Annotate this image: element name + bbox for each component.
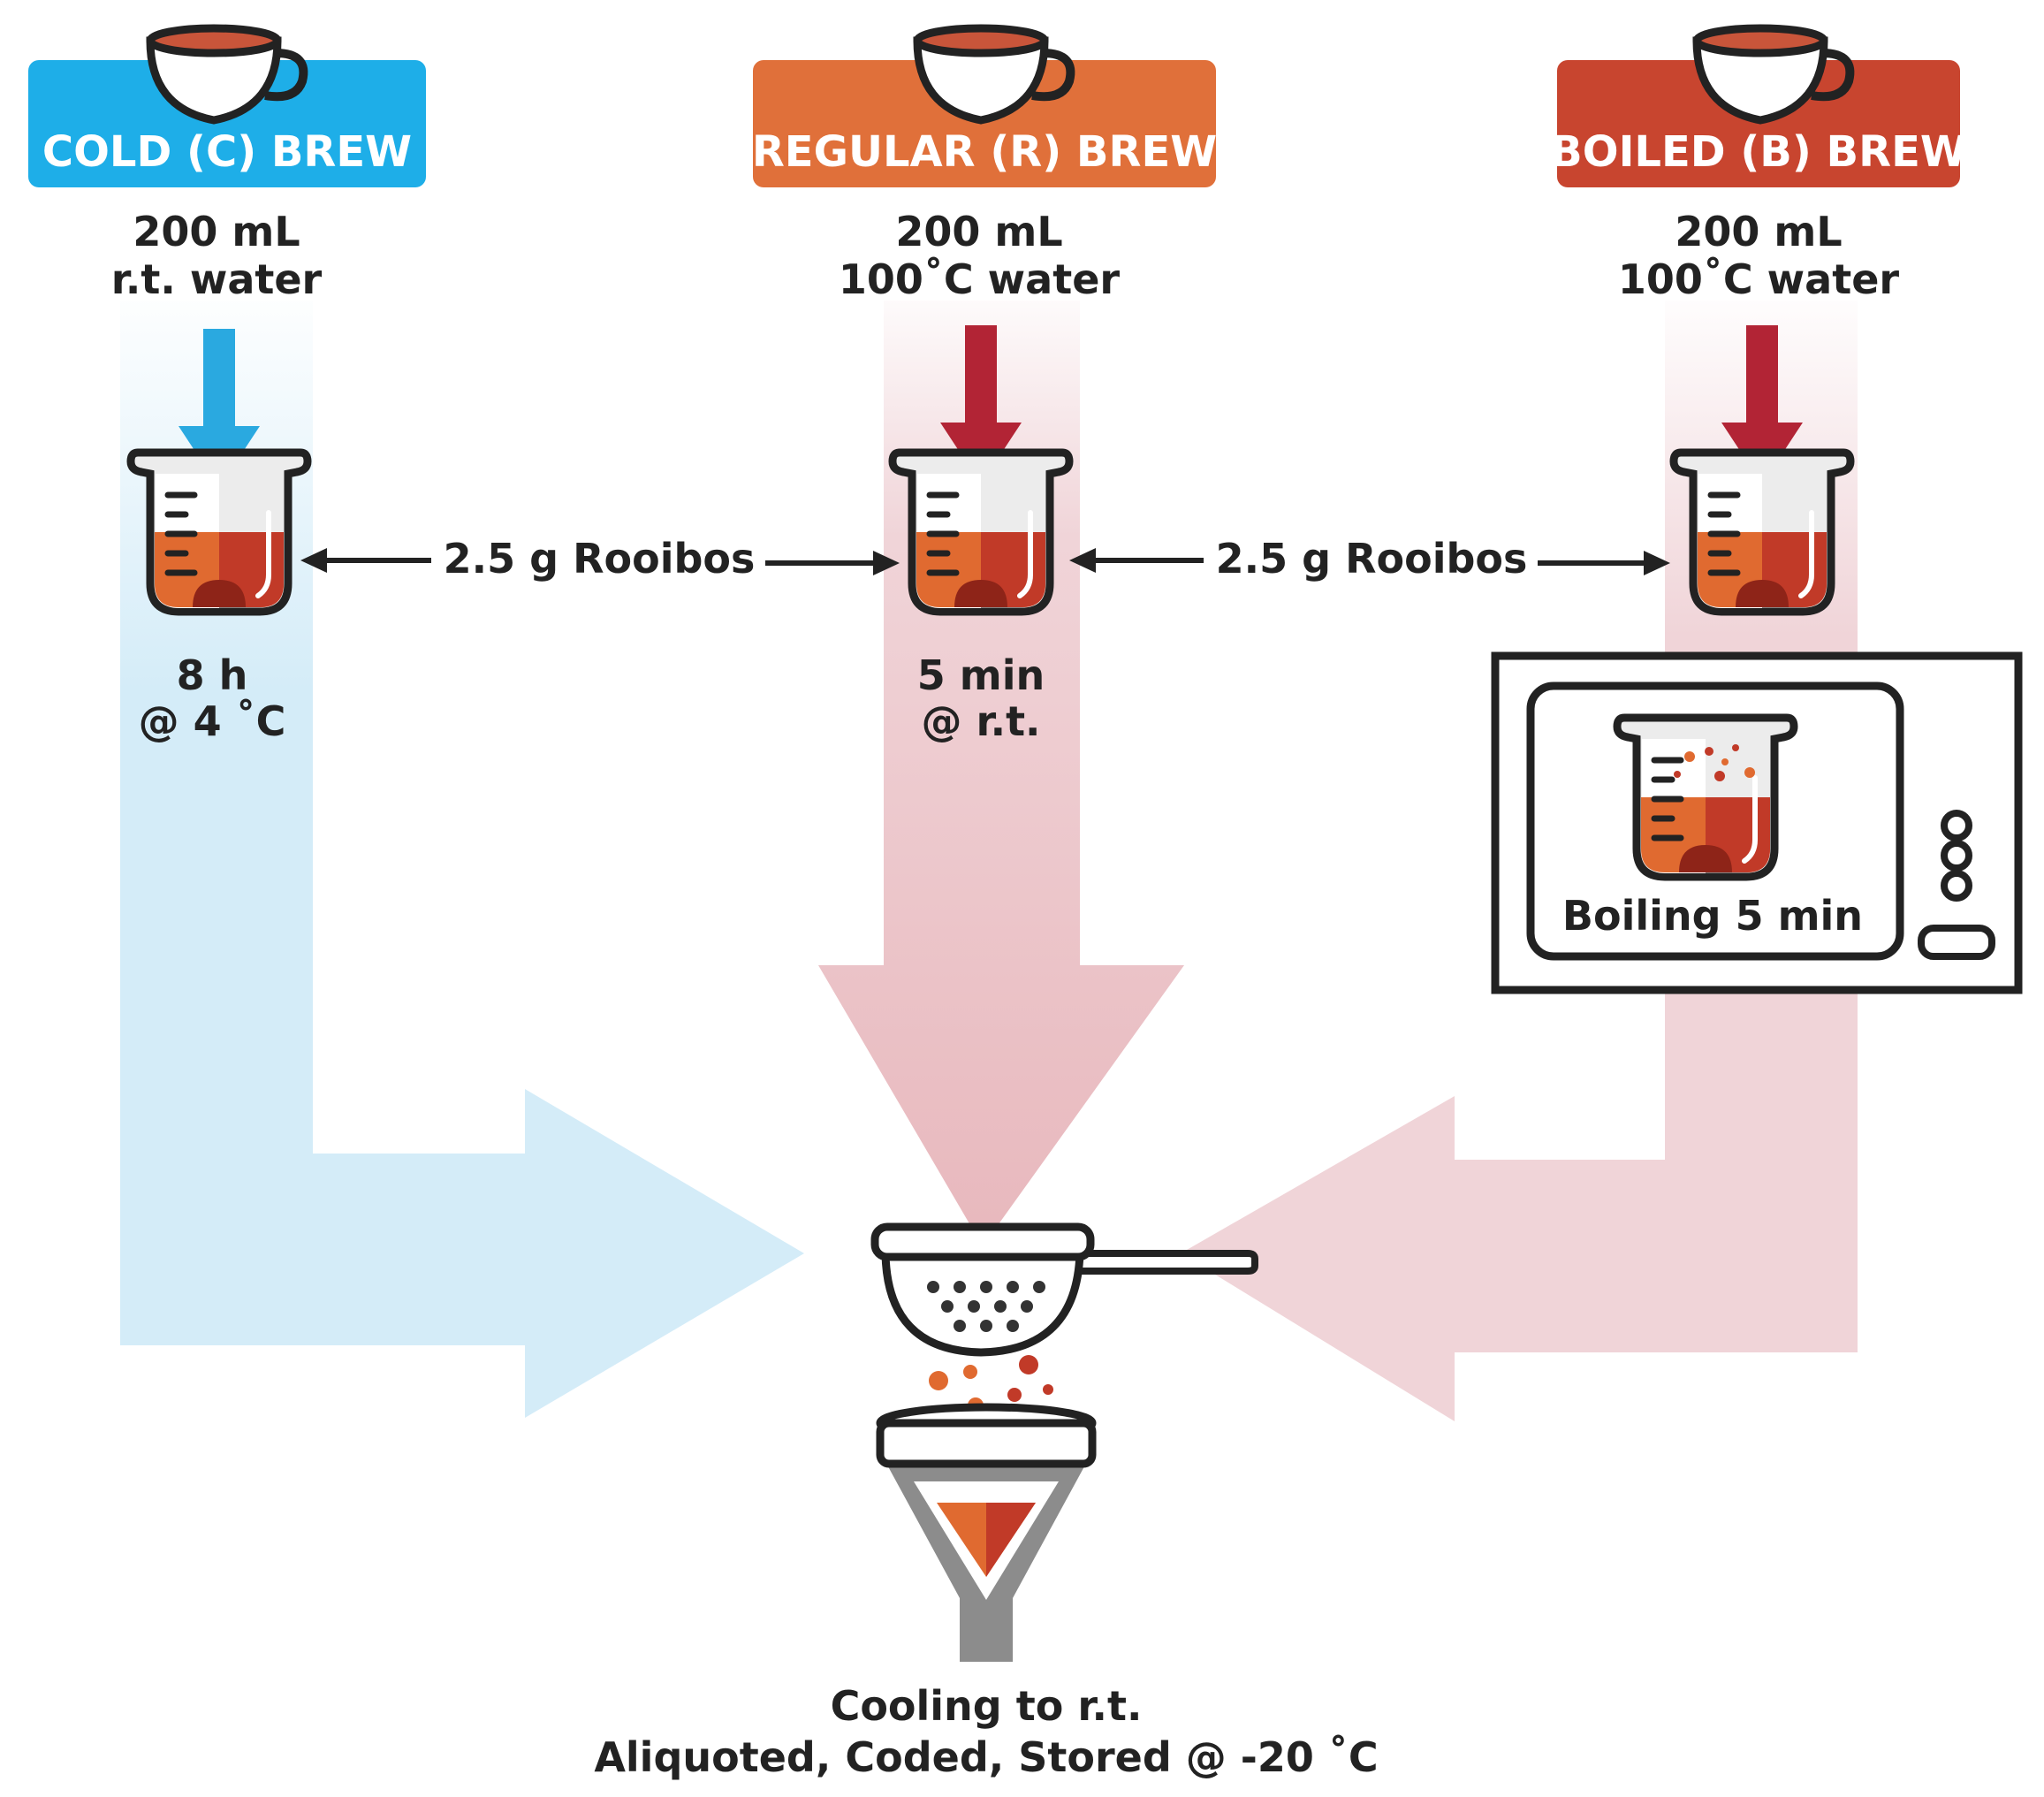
funnel-icon: [876, 1403, 1097, 1662]
boiling-beaker-icon: [1617, 718, 1794, 877]
cold-time: 8 h: [177, 651, 248, 699]
boiled-water-temp: 100˚C water: [1618, 255, 1900, 303]
bubbles-icon: [1674, 744, 1755, 781]
cold-beaker-icon: [131, 453, 308, 612]
microwave-label: Boiling 5 min: [1562, 892, 1863, 940]
header-cold-label: COLD (C) BREW: [42, 127, 412, 177]
rooibos-label-1: 2.5 g Rooibos: [444, 535, 756, 583]
regular-water-arrow: [940, 325, 1022, 484]
header-boiled-label: BOILED (B) BREW: [1550, 127, 1967, 177]
final-step-line1: Cooling to r.t.: [831, 1682, 1143, 1730]
microwave: Boiling 5 min: [1491, 651, 2023, 994]
header-cold: COLD (C) BREW: [28, 28, 426, 187]
rooibos-arrow-right: 2.5 g Rooibos: [1069, 535, 1670, 583]
boiled-flow-arrow: [1181, 301, 1858, 1421]
strainer-icon: [870, 1222, 1258, 1357]
rooibos-label-2: 2.5 g Rooibos: [1216, 535, 1528, 583]
regular-water-temp: 100˚C water: [839, 255, 1121, 303]
header-cold-box: [28, 60, 426, 187]
header-regular: REGULAR (R) BREW: [752, 28, 1217, 187]
rooibos-arrow-left: 2.5 g Rooibos: [300, 535, 900, 583]
boiled-beaker-icon: [1674, 453, 1850, 612]
regular-time: 5 min: [917, 651, 1045, 699]
header-boiled: BOILED (B) BREW: [1550, 28, 1967, 187]
boiled-water-amount: 200 mL: [1675, 208, 1842, 255]
microwave-button: [1918, 925, 1995, 960]
boiled-water-arrow: [1721, 325, 1803, 484]
regular-water-amount: 200 mL: [895, 208, 1062, 255]
cold-condition: @ 4 ˚C: [139, 697, 286, 745]
microwave-knob: [1941, 840, 1972, 872]
final-step-line2: Aliquoted, Coded, Stored @ -20 ˚C: [594, 1733, 1378, 1781]
cold-water-arrow: [179, 329, 260, 488]
microwave-knob: [1941, 870, 1972, 902]
microwave-knob: [1941, 810, 1972, 841]
cold-water-temp: r.t. water: [111, 255, 323, 303]
cold-water-amount: 200 mL: [133, 208, 300, 255]
header-regular-box: [753, 60, 1216, 187]
header-regular-label: REGULAR (R) BREW: [752, 127, 1217, 177]
regular-condition: @ r.t.: [921, 697, 1040, 745]
regular-beaker-icon: [893, 453, 1069, 612]
